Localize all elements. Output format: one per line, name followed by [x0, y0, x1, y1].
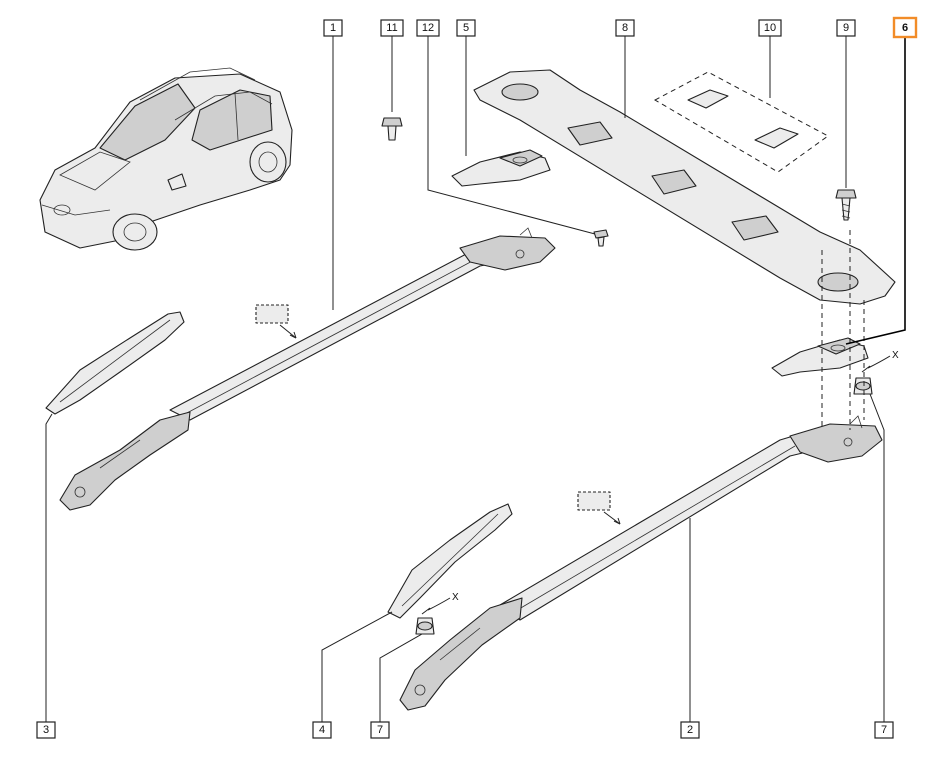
- fixing-bracket-part-6: [771, 337, 869, 377]
- end-cap-part-3: [45, 311, 185, 415]
- svg-text:10: 10: [764, 22, 776, 34]
- svg-text:3: 3: [43, 724, 49, 736]
- callout-2: 2: [680, 721, 700, 739]
- callout-12: 12: [416, 19, 440, 37]
- svg-text:6: 6: [902, 22, 908, 34]
- cross-bar-part-8: [473, 69, 896, 305]
- axis-marker-x: X: [421, 592, 459, 615]
- fastener-icon: [381, 117, 403, 141]
- template-stamp-icon: [255, 304, 297, 339]
- svg-text:X: X: [452, 592, 459, 603]
- callout-4: 4: [312, 721, 332, 739]
- fastener-icon: [835, 189, 857, 221]
- svg-text:5: 5: [463, 22, 469, 34]
- roof-rail-part-2: [399, 415, 883, 711]
- axis-marker-x: X: [861, 350, 899, 373]
- fastener-icon: [853, 377, 873, 395]
- svg-text:9: 9: [843, 22, 849, 34]
- callout-7-left: 7: [370, 721, 390, 739]
- callout-5: 5: [456, 19, 476, 37]
- callout-8: 8: [615, 19, 635, 37]
- svg-text:8: 8: [622, 22, 628, 34]
- callout-7-right: 7: [874, 721, 894, 739]
- callout-9: 9: [836, 19, 856, 37]
- car-illustration: [39, 67, 293, 251]
- callout-6-highlighted: 6: [892, 16, 918, 39]
- roof-rail-part-1: [59, 227, 556, 511]
- callout-10: 10: [758, 19, 782, 37]
- fastener-icon: [593, 229, 609, 247]
- svg-text:12: 12: [422, 22, 434, 34]
- fixing-bracket-part-5: [451, 149, 551, 187]
- svg-text:2: 2: [687, 724, 693, 736]
- template-stamp-icon: [577, 491, 621, 525]
- svg-text:1: 1: [330, 22, 336, 34]
- svg-text:7: 7: [377, 724, 383, 736]
- leader-lines: [45, 36, 906, 722]
- end-cap-part-4: [387, 503, 513, 619]
- callout-3: 3: [36, 721, 56, 739]
- svg-text:11: 11: [386, 22, 397, 34]
- svg-text:4: 4: [319, 724, 325, 736]
- fastener-icon: [415, 617, 435, 635]
- callout-1: 1: [323, 19, 343, 37]
- callout-11: 11: [380, 19, 404, 37]
- svg-text:X: X: [892, 350, 899, 361]
- svg-text:7: 7: [881, 724, 887, 736]
- template-part-10: [653, 71, 829, 173]
